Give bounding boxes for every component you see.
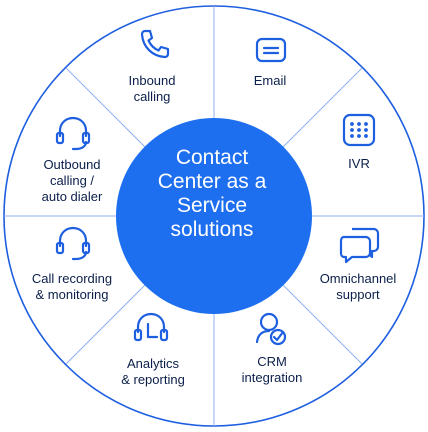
segment-label-line: support <box>336 287 380 302</box>
segment-label-line: IVR <box>348 156 370 171</box>
divider-top-left <box>65 67 146 148</box>
segment-label-crm: CRM integration <box>242 354 303 386</box>
segment-label-line: Email <box>253 73 287 88</box>
segment-dividers <box>4 6 424 426</box>
segment-label-omnichannel: Omnichannel support <box>320 271 397 303</box>
segment-label-line: & reporting <box>121 372 185 387</box>
segment-label-line: calling / <box>49 173 95 188</box>
center-title-line: solutions <box>170 218 254 241</box>
segment-label-line: Outbound <box>43 157 101 172</box>
divider-bottom-left <box>65 284 146 365</box>
segment-label-line: Omnichannel <box>319 271 397 286</box>
segment-label-inbound-calling: Inbound calling <box>129 73 176 105</box>
center-circle <box>116 118 312 314</box>
headset-icon <box>55 226 91 261</box>
headset-chart-icon <box>133 312 169 342</box>
segment-label-ivr: IVR <box>348 156 370 172</box>
segment-label-line: CRM <box>257 354 287 369</box>
center-title: Contact Center as a Service solutions <box>114 146 310 242</box>
segment-label-line: & monitoring <box>35 287 109 302</box>
divider-bottom-right <box>282 284 363 365</box>
divider-top-right <box>282 67 363 148</box>
segment-label-line: auto dialer <box>41 189 103 204</box>
email-icon <box>255 37 287 63</box>
segment-label-analytics: Analytics & reporting <box>121 356 185 388</box>
center-title-line: Center as a <box>157 170 267 193</box>
segment-label-line: Analytics <box>126 356 180 371</box>
center-title-line: Contact <box>175 146 249 169</box>
phone-icon <box>140 29 170 59</box>
segment-label-email: Email <box>254 73 287 89</box>
chat-bubbles-icon <box>339 227 380 264</box>
segment-label-call-recording: Call recording & monitoring <box>32 271 112 303</box>
keypad-icon <box>342 113 376 147</box>
segment-label-line: integration <box>241 370 303 385</box>
segment-label-line: calling <box>133 89 171 104</box>
crm-user-icon <box>255 312 287 346</box>
center-title-line: Service <box>176 194 248 217</box>
segment-label-outbound-calling: Outbound calling / auto dialer <box>42 157 103 205</box>
segment-label-line: Inbound <box>128 73 176 88</box>
segment-label-line: Call recording <box>31 271 113 286</box>
headset-icon <box>55 116 91 151</box>
